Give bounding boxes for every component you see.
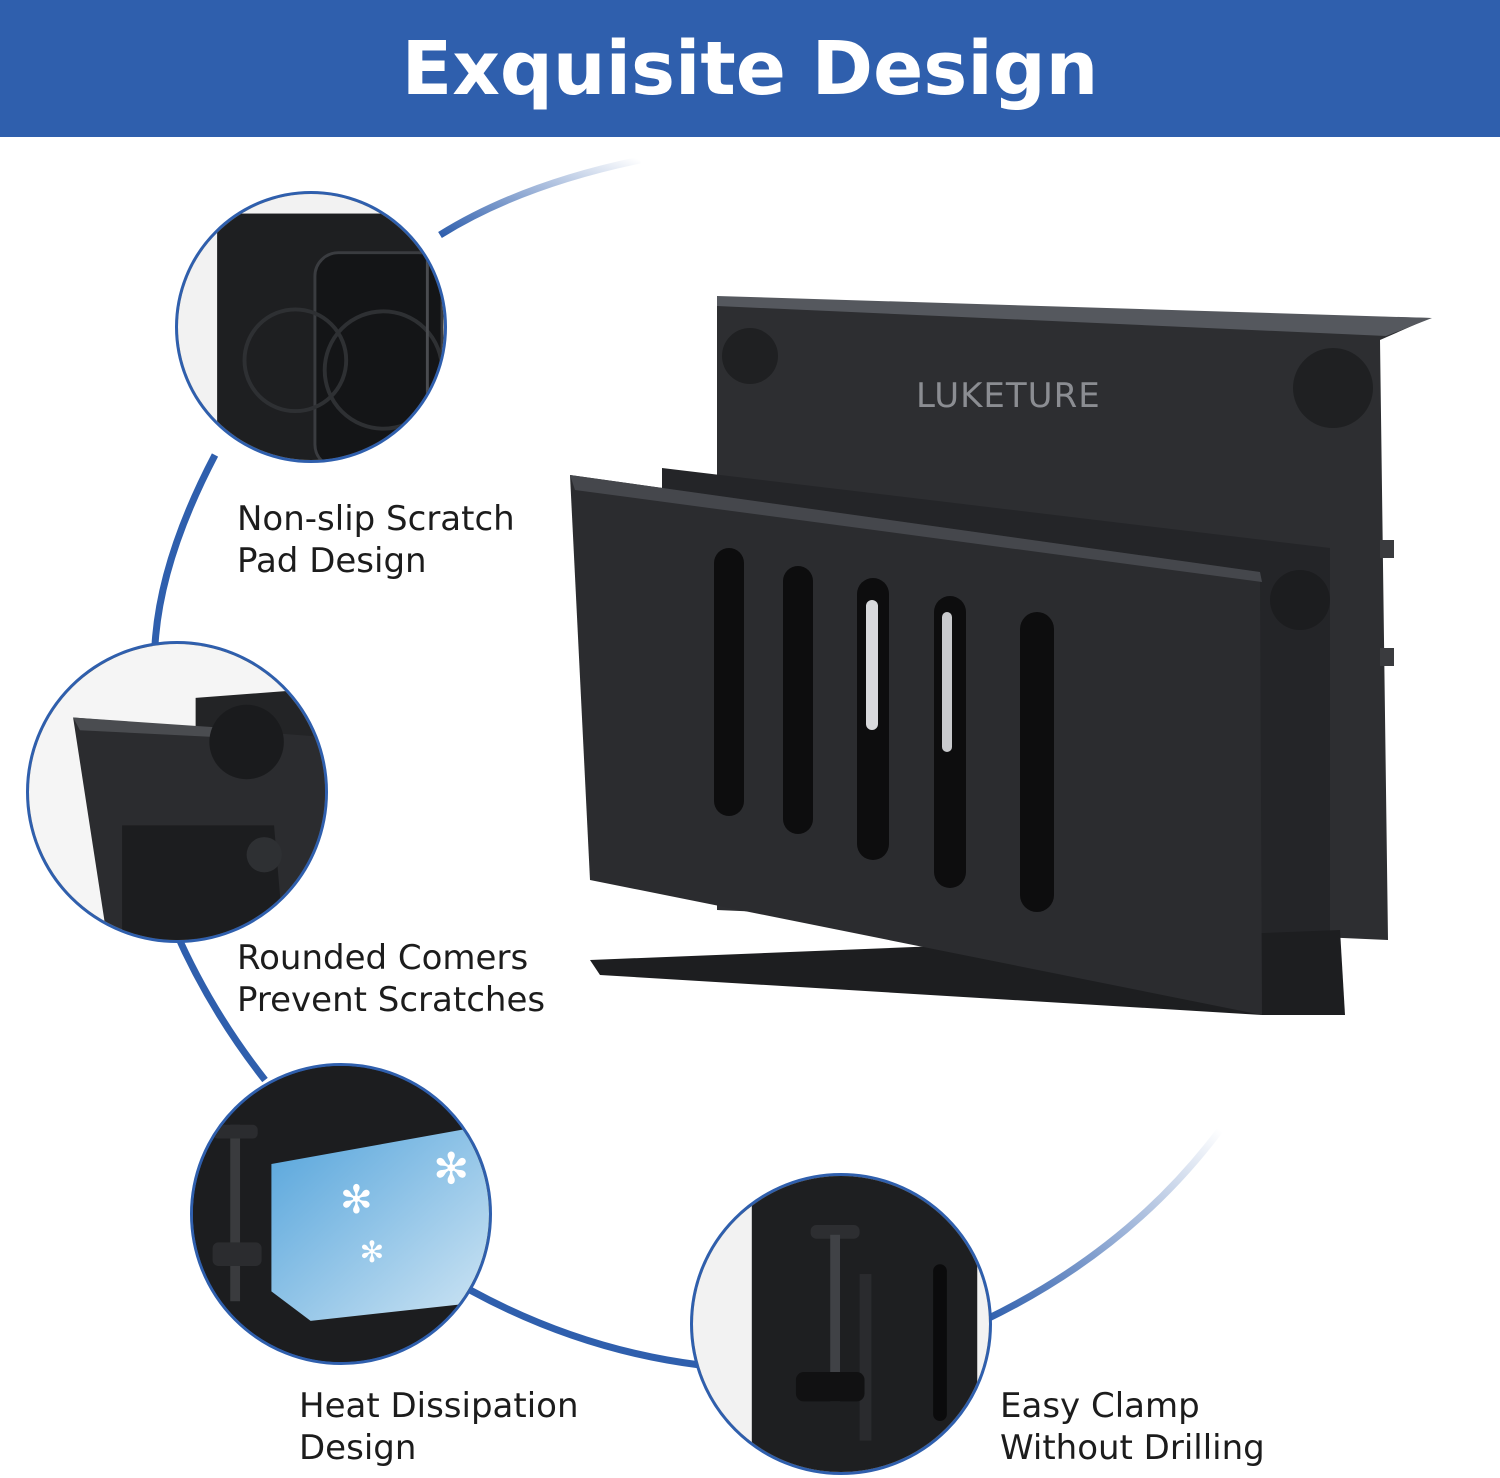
feature-label-line: Without Drilling: [1000, 1428, 1265, 1468]
feature-label-line: Easy Clamp: [1000, 1386, 1200, 1426]
feature-label-line: Heat Dissipation: [299, 1386, 579, 1426]
rounded-corner-closeup: [26, 641, 328, 943]
feature-label: Heat Dissipation Design: [299, 1385, 579, 1469]
feature-label-line: Non-slip Scratch: [237, 499, 515, 539]
scratch-pad-closeup: [175, 191, 447, 463]
heat-dissipation-icon: ✻ ✻ ✻: [193, 1066, 489, 1362]
svg-text:✻: ✻: [340, 1178, 373, 1223]
feature-label: Non-slip Scratch Pad Design: [237, 498, 515, 582]
svg-text:✻: ✻: [360, 1235, 385, 1269]
pad-icon: [722, 328, 778, 384]
vent-slot: [783, 566, 813, 834]
feature-label: Rounded Comers Prevent Scratches: [237, 937, 545, 1021]
vent-slot: [714, 548, 744, 816]
clamp-icon: [693, 1176, 989, 1472]
pad-icon: [1293, 348, 1373, 428]
clamp-closeup: [690, 1173, 992, 1475]
feature-label: Easy Clamp Without Drilling: [1000, 1385, 1265, 1469]
page-title: Exquisite Design: [401, 25, 1099, 112]
rounded-corner-icon: [29, 644, 325, 940]
feature-label-line: Design: [299, 1428, 417, 1468]
feature-label-line: Prevent Scratches: [237, 980, 546, 1020]
scratch-pad-icon: [178, 194, 444, 460]
svg-text:✻: ✻: [433, 1145, 469, 1195]
feature-label-line: Pad Design: [237, 541, 427, 581]
heat-dissipation-closeup: ✻ ✻ ✻: [190, 1063, 492, 1365]
vent-slot: [1020, 612, 1054, 912]
title-banner: Exquisite Design: [0, 0, 1500, 137]
brand-logo: LUKETURE: [916, 376, 1101, 416]
feature-label-line: Rounded Comers: [237, 938, 529, 978]
